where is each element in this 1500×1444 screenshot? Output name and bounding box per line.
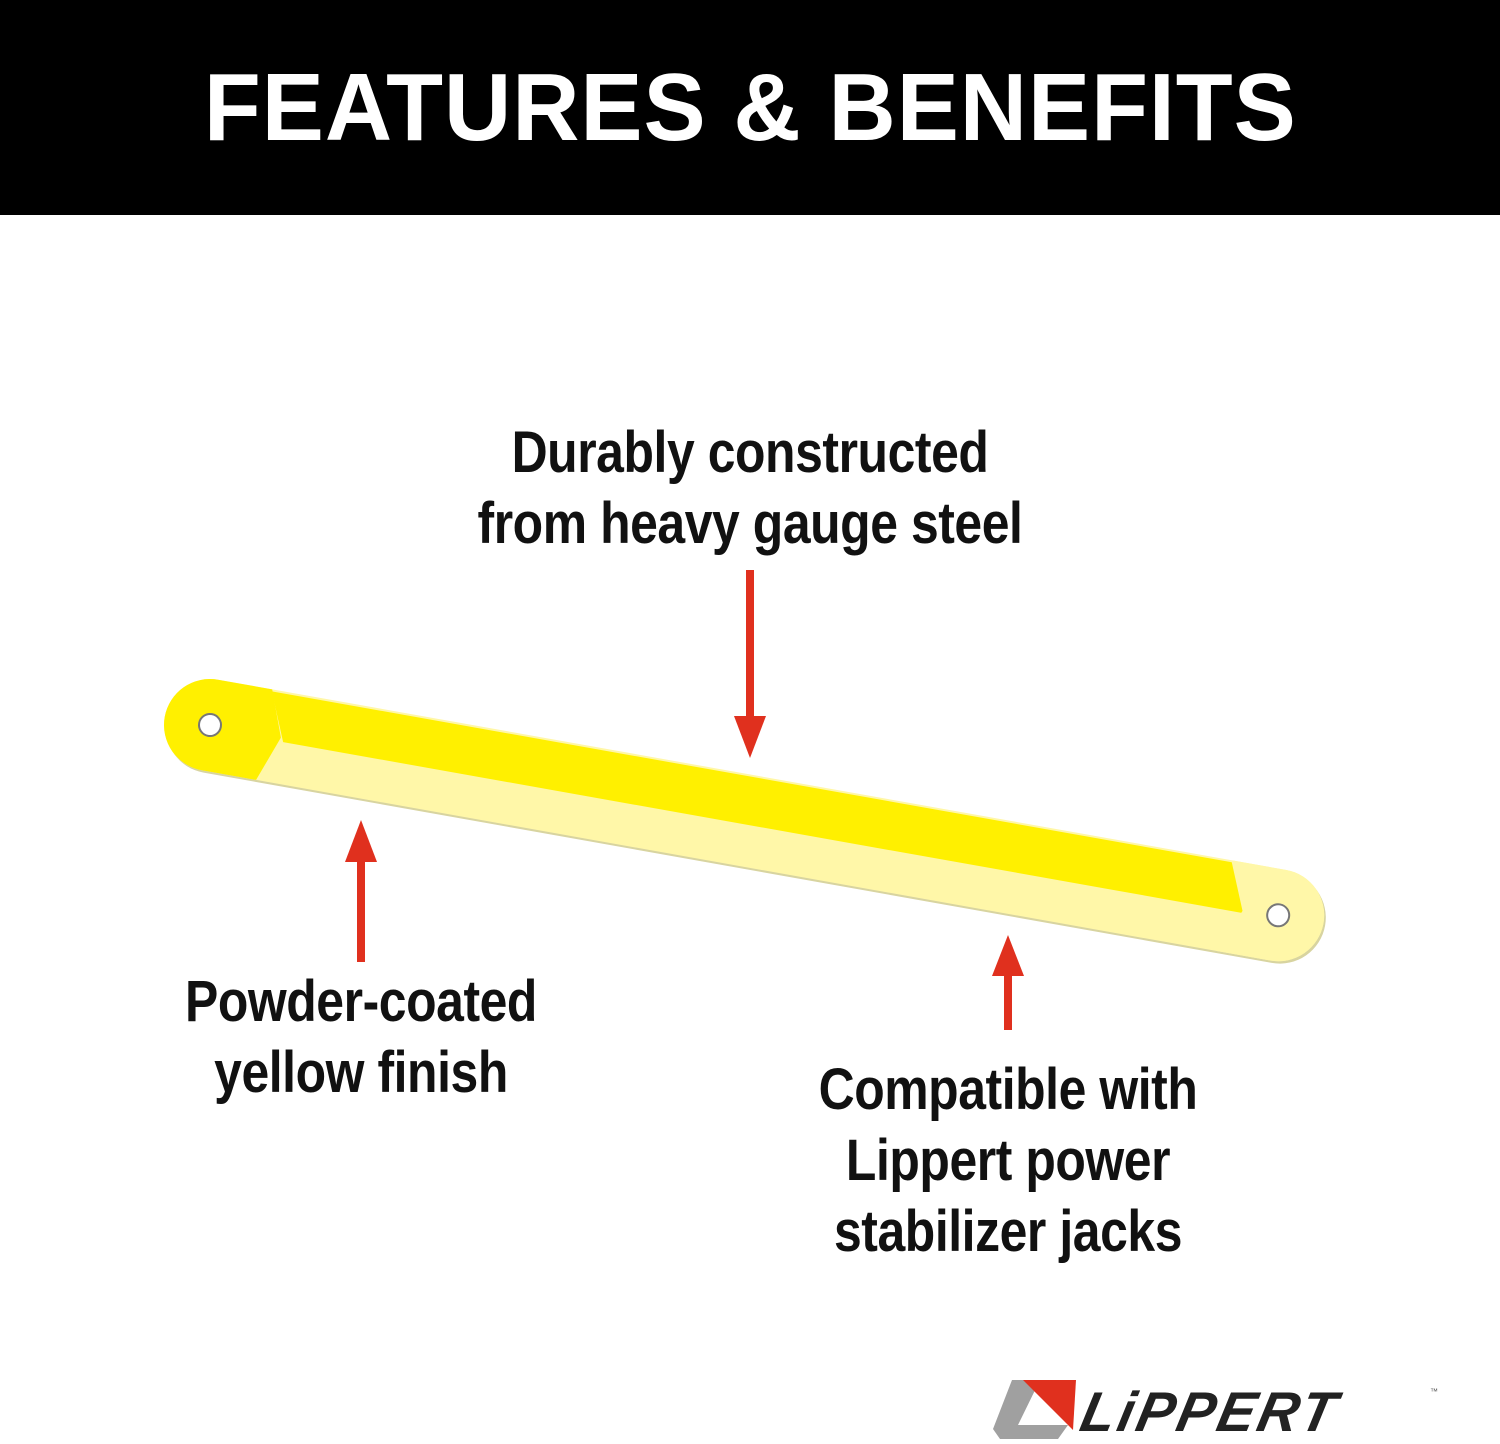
callout-line: from heavy gauge steel: [477, 491, 1023, 556]
callout-line: yellow finish: [214, 1040, 508, 1105]
callout-line: Powder-coated: [185, 969, 537, 1034]
callout-line: stabilizer jacks: [833, 1199, 1183, 1264]
arrow-right: [992, 935, 1024, 1030]
bar-body-top: [271, 691, 1244, 914]
bar-left-end: [164, 679, 281, 780]
logo-text: LiPPERT: [1075, 1380, 1346, 1443]
callout-top: Durably constructed from heavy gauge ste…: [406, 417, 1094, 559]
lippert-logo: LiPPERT ™: [990, 1375, 1440, 1443]
callout-left: Powder-coated yellow finish: [103, 966, 619, 1108]
trademark: ™: [1430, 1387, 1438, 1396]
arrow-left: [345, 820, 377, 962]
mount-hole-right: [1266, 903, 1291, 928]
callout-line: Durably constructed: [511, 420, 989, 485]
callout-right: Compatible with Lippert power stabilizer…: [750, 1054, 1266, 1267]
mount-hole-left: [198, 713, 222, 737]
page-title: FEATURES & BENEFITS: [203, 53, 1297, 161]
callout-line: Compatible with: [818, 1057, 1198, 1122]
arrow-top: [734, 570, 766, 758]
logo-mark-icon: [993, 1380, 1076, 1439]
header-banner: FEATURES & BENEFITS: [0, 0, 1500, 215]
callout-line: Lippert power: [845, 1128, 1171, 1193]
stabilizer-bar: [164, 679, 1326, 964]
